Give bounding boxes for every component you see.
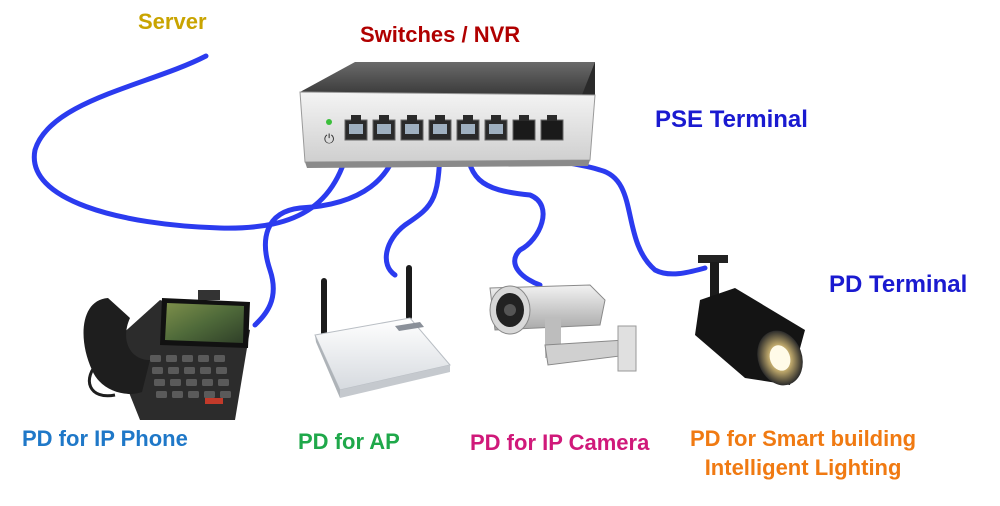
- pd-lighting-line2: Intelligent Lighting: [704, 455, 902, 480]
- phone-key: [220, 391, 231, 398]
- pd-ap-label: PD for AP: [298, 429, 400, 454]
- server-label: Server: [138, 9, 207, 34]
- phone-key: [216, 367, 227, 374]
- phone-key: [182, 355, 193, 362]
- phone-key: [156, 391, 167, 398]
- pd-lighting-label: PD for Smart building Intelligent Lighti…: [690, 424, 916, 482]
- phone-key: [188, 391, 199, 398]
- switch-port: [540, 115, 564, 141]
- phone-key: [214, 355, 225, 362]
- phone-key: [218, 379, 229, 386]
- switch-icon: ⏻: [299, 62, 596, 168]
- pd-lighting-line1: PD for Smart building: [690, 426, 917, 451]
- cable-camera: [463, 129, 546, 288]
- wireless-access-point-icon: [314, 265, 451, 398]
- ip-camera-icon: [489, 284, 637, 372]
- switch-port: [344, 115, 368, 141]
- phone-keypad: [150, 355, 231, 398]
- phone-key: [170, 379, 181, 386]
- phone-key: [172, 391, 183, 398]
- phone-key: [150, 355, 161, 362]
- pd-camera-label: PD for IP Camera: [470, 430, 650, 455]
- svg-text:⏻: ⏻: [324, 132, 334, 147]
- pd-phone-label: PD for IP Phone: [22, 426, 188, 451]
- switch-ports: [344, 115, 564, 141]
- switch-port: [512, 115, 536, 141]
- switch-label: Switches / NVR: [360, 22, 521, 47]
- switch-port: [372, 115, 396, 141]
- phone-key: [186, 379, 197, 386]
- cable-ap: [383, 129, 443, 278]
- switch-port: [484, 115, 508, 141]
- phone-key: [202, 379, 213, 386]
- phone-key: [198, 355, 209, 362]
- ip-phone-icon: [83, 290, 250, 420]
- phone-key: [184, 367, 195, 374]
- phone-key: [154, 379, 165, 386]
- phone-key: [166, 355, 177, 362]
- switch-port: [456, 115, 480, 141]
- phone-key: [204, 391, 215, 398]
- phone-key: [200, 367, 211, 374]
- switch-port: [400, 115, 424, 141]
- pd-terminal-label: PD Terminal: [829, 271, 968, 298]
- cable-phone: [252, 129, 403, 328]
- phone-key: [168, 367, 179, 374]
- phone-key: [152, 367, 163, 374]
- spotlight-icon: [695, 255, 805, 386]
- switch-port: [428, 115, 452, 141]
- pse-terminal-label: PSE Terminal: [655, 106, 808, 133]
